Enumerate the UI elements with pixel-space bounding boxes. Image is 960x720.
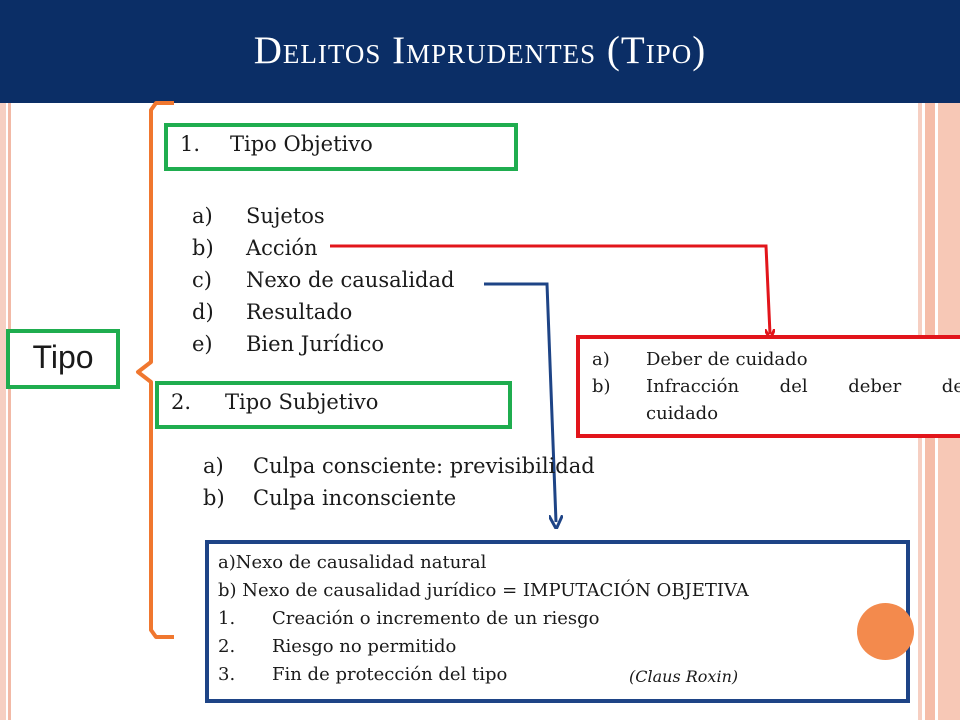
word: deber bbox=[848, 376, 902, 397]
list-text: Culpa inconsciente bbox=[253, 486, 457, 510]
list-text: Fin de protección del tipo bbox=[272, 664, 508, 685]
decorative-stripe bbox=[0, 103, 6, 720]
list-text: Bien Jurídico bbox=[246, 332, 385, 356]
list-marker: b) bbox=[203, 486, 225, 510]
blue-arrow bbox=[484, 282, 556, 522]
list-marker: b) bbox=[192, 236, 214, 260]
list-text: Riesgo no permitido bbox=[272, 636, 457, 657]
tipo-subjetivo-number: 2. bbox=[171, 390, 192, 414]
list-marker: d) bbox=[192, 300, 214, 324]
nexo-detail-box: a)Nexo de causalidad natural b) Nexo de … bbox=[205, 540, 910, 703]
list-marker: c) bbox=[192, 268, 212, 292]
list-marker: 3. bbox=[218, 664, 236, 685]
tipo-node: Tipo bbox=[6, 329, 120, 389]
list-text: Infracción del deber de bbox=[646, 376, 960, 397]
list-text: Deber de cuidado bbox=[646, 349, 808, 370]
list-marker: 1. bbox=[218, 608, 236, 629]
tipo-objetivo-label: Tipo Objetivo bbox=[230, 132, 373, 156]
title-bar: Delitos Imprudentes (Tipo) bbox=[0, 0, 960, 103]
list-text: Acción bbox=[246, 236, 318, 260]
slide-title: Delitos Imprudentes (Tipo) bbox=[253, 29, 707, 72]
list-marker: b) bbox=[592, 376, 611, 397]
list-marker: a) bbox=[592, 349, 610, 370]
list-text: Creación o incremento de un riesgo bbox=[272, 608, 600, 629]
red-arrow bbox=[330, 244, 770, 334]
list-text: Culpa consciente: previsibilidad bbox=[253, 454, 595, 478]
nexo-line: b) Nexo de causalidad jurídico = IMPUTAC… bbox=[218, 580, 749, 601]
decorative-circle bbox=[857, 603, 914, 660]
list-text: cuidado bbox=[646, 403, 719, 424]
decorative-stripe bbox=[8, 103, 11, 720]
orange-brace bbox=[136, 101, 174, 639]
word: Infracción bbox=[646, 376, 740, 397]
word: del bbox=[779, 376, 808, 397]
tipo-objetivo-box: 1. Tipo Objetivo bbox=[164, 123, 518, 171]
list-marker: a) bbox=[203, 454, 224, 478]
citation: (Claus Roxin) bbox=[629, 667, 739, 686]
accion-detail-box: a) Deber de cuidado b) Infracción del de… bbox=[576, 335, 960, 438]
tipo-objetivo-number: 1. bbox=[180, 132, 201, 156]
tipo-subjetivo-box: 2. Tipo Subjetivo bbox=[155, 381, 512, 429]
list-text: Sujetos bbox=[246, 204, 325, 228]
list-marker: 2. bbox=[218, 636, 236, 657]
tipo-label: Tipo bbox=[32, 339, 94, 375]
list-marker: e) bbox=[192, 332, 213, 356]
list-text: Nexo de causalidad bbox=[246, 268, 455, 292]
list-text: Resultado bbox=[246, 300, 353, 324]
list-marker: a) bbox=[192, 204, 213, 228]
word: de bbox=[941, 376, 960, 397]
nexo-line: a)Nexo de causalidad natural bbox=[218, 552, 487, 573]
tipo-subjetivo-label: Tipo Subjetivo bbox=[225, 390, 379, 414]
